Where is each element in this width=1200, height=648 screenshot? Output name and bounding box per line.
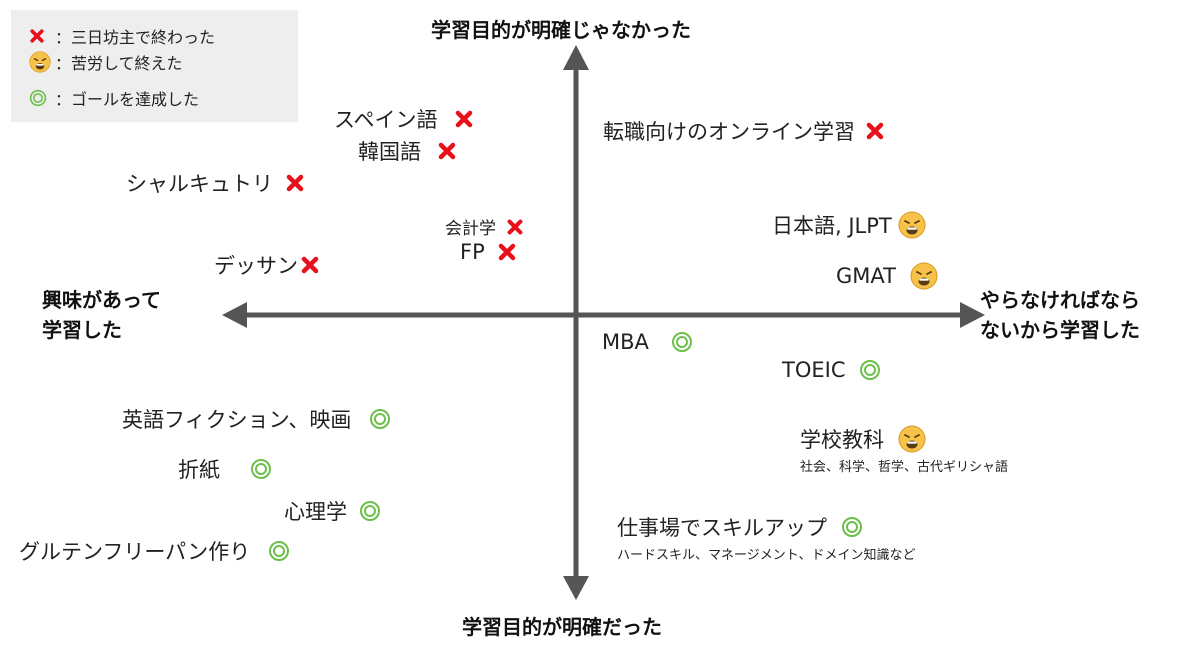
double-circle-icon — [359, 500, 381, 522]
cross-mark-icon — [285, 173, 305, 193]
legend-label-achieved: ：ゴールを達成した — [55, 90, 200, 109]
cross-mark-icon — [300, 255, 320, 275]
item-school-subjects: 学校教科 社会、科学、哲学、古代ギリシャ語 — [800, 424, 1008, 475]
item-dessin: デッサン — [214, 250, 320, 280]
item-label: スペイン語 — [334, 108, 438, 132]
item-japanese-jlpt: 日本語, JLPT — [772, 210, 926, 240]
double-circle-icon — [250, 458, 272, 480]
item-mba: MBA — [602, 330, 693, 354]
weary-face-icon — [29, 51, 51, 73]
legend-label-struggled: ：苦労して終えた — [55, 54, 183, 73]
item-gmat: GMAT — [836, 262, 938, 290]
item-workplace-skill-up: 仕事場でスキルアップ ハードスキル、マネージメント、ドメイン知識など — [617, 512, 915, 563]
item-sublabel: ハードスキル、マネージメント、ドメイン知識など — [617, 548, 916, 563]
weary-face-icon — [910, 262, 938, 290]
cross-mark-icon — [437, 141, 457, 161]
double-circle-icon — [29, 89, 51, 107]
item-toeic: TOEIC — [782, 358, 881, 382]
item-label: MBA — [602, 330, 649, 354]
legend-box: ：三日坊主で終わった ：苦労して終えた ：ゴールを達成した — [11, 10, 298, 122]
item-label: 日本語, JLPT — [772, 214, 892, 238]
item-label: 英語フィクション、映画 — [122, 408, 352, 432]
item-psychology: 心理学 — [284, 496, 381, 526]
item-english-fiction-movies: 英語フィクション、映画 — [122, 404, 391, 434]
item-charcuterie: シャルキュトリ — [126, 168, 305, 198]
arrow-left-icon — [222, 302, 247, 328]
item-label: 仕事場でスキルアップ — [617, 516, 827, 540]
double-circle-icon — [369, 408, 391, 430]
item-label: 折紙 — [178, 458, 220, 482]
arrow-up-icon — [563, 45, 589, 70]
item-label: 韓国語 — [358, 140, 421, 164]
item-fp: FP — [460, 240, 517, 264]
cross-mark-icon — [29, 28, 51, 44]
weary-face-icon — [898, 425, 926, 453]
axis-label-bottom: 学習目的が明確だった — [462, 615, 662, 639]
item-spanish: スペイン語 — [334, 104, 474, 134]
item-label: 転職向けのオンライン学習 — [603, 120, 855, 144]
item-korean: 韓国語 — [358, 136, 457, 166]
legend-label-abandoned: ：三日坊主で終わった — [55, 28, 216, 47]
legend-row-abandoned: ：三日坊主で終わった — [29, 24, 215, 48]
axis-label-right: やらなければなら ないから学習した — [980, 288, 1140, 342]
item-label: TOEIC — [782, 358, 846, 382]
item-label: FP — [460, 240, 485, 264]
item-label: 学校教科 — [800, 428, 884, 452]
axis-label-left: 興味があって 学習した — [42, 288, 161, 342]
cross-mark-icon — [506, 218, 524, 236]
item-label: シャルキュトリ — [126, 172, 273, 196]
item-label: 会計学 — [445, 219, 496, 239]
double-circle-icon — [268, 540, 290, 562]
arrow-right-icon — [960, 302, 985, 328]
double-circle-icon — [859, 359, 881, 381]
double-circle-icon — [671, 331, 693, 353]
cross-mark-icon — [497, 242, 517, 262]
item-label: グルテンフリーパン作り — [19, 540, 251, 564]
axis-label-top: 学習目的が明確じゃなかった — [431, 18, 691, 42]
item-label: 心理学 — [284, 500, 347, 524]
legend-row-achieved: ：ゴールを達成した — [29, 86, 199, 110]
cross-mark-icon — [454, 109, 474, 129]
item-label: デッサン — [214, 254, 298, 278]
item-sublabel: 社会、科学、哲学、古代ギリシャ語 — [800, 460, 1009, 475]
weary-face-icon — [898, 211, 926, 239]
item-gluten-free-bread: グルテンフリーパン作り — [19, 536, 290, 566]
item-career-online-learning: 転職向けのオンライン学習 — [603, 116, 885, 146]
double-circle-icon — [841, 516, 863, 538]
legend-row-struggled: ：苦労して終えた — [29, 50, 183, 74]
item-origami: 折紙 — [178, 454, 272, 484]
arrow-down-icon — [563, 576, 589, 600]
item-label: GMAT — [836, 264, 896, 288]
cross-mark-icon — [865, 121, 885, 141]
item-accounting: 会計学 — [445, 214, 524, 239]
